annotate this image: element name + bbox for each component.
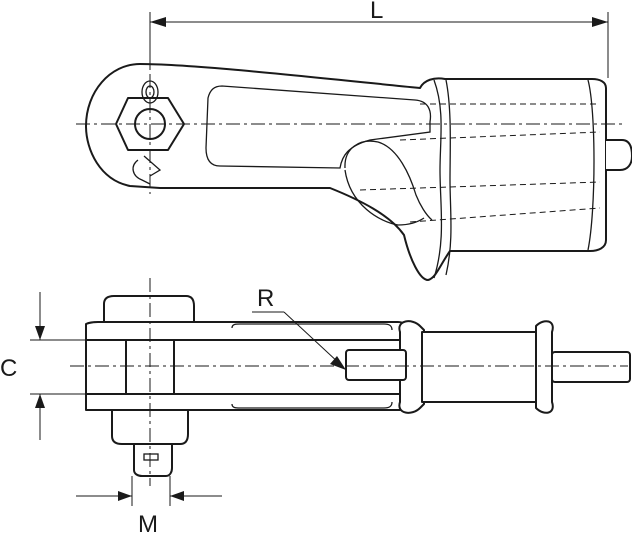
dim-m-arrow-right [170, 491, 184, 501]
sleeve-ring-left [433, 79, 443, 279]
sleeve-ring-right [587, 79, 595, 251]
sleeve-ring-left-inner [445, 79, 452, 276]
dim-c-arrow-top [35, 326, 45, 340]
groove-top [231, 323, 393, 331]
dim-c-arrow-bottom [35, 394, 45, 408]
hidden-bore-upper [399, 131, 601, 141]
sleeve-right-flange [535, 320, 554, 414]
dim-l-arrow-left [150, 17, 166, 27]
wedge-wire [345, 349, 407, 381]
wedge-hump-lower [344, 169, 425, 226]
dim-l-label: L [370, 0, 383, 24]
bottom-view: C R M [0, 278, 631, 536]
dim-c-label: C [0, 355, 17, 382]
sleeve-left-flange [398, 320, 425, 414]
top-view: L [76, 0, 632, 281]
split-pin [132, 155, 162, 185]
bolt-head-top [103, 295, 195, 327]
dim-r-leader [283, 311, 341, 365]
bolt-nut-bottom [111, 407, 189, 445]
groove-bottom [231, 401, 393, 409]
dim-l-arrow-right [592, 17, 608, 27]
dim-r-arrow [330, 356, 346, 370]
dim-r-label: R [257, 285, 274, 312]
wedge-tail [605, 139, 632, 171]
hidden-bore-lower [359, 181, 601, 191]
clamp-body-outline [85, 63, 607, 281]
sleeve-body [421, 331, 541, 403]
cable-tail [551, 351, 631, 383]
dim-m-arrow-left [118, 491, 132, 501]
cotter-hole [143, 453, 159, 461]
window-slot [205, 85, 432, 169]
wedge-hump [344, 140, 433, 221]
dim-m-label: M [138, 511, 158, 536]
hidden-bore-bottom [409, 207, 601, 223]
